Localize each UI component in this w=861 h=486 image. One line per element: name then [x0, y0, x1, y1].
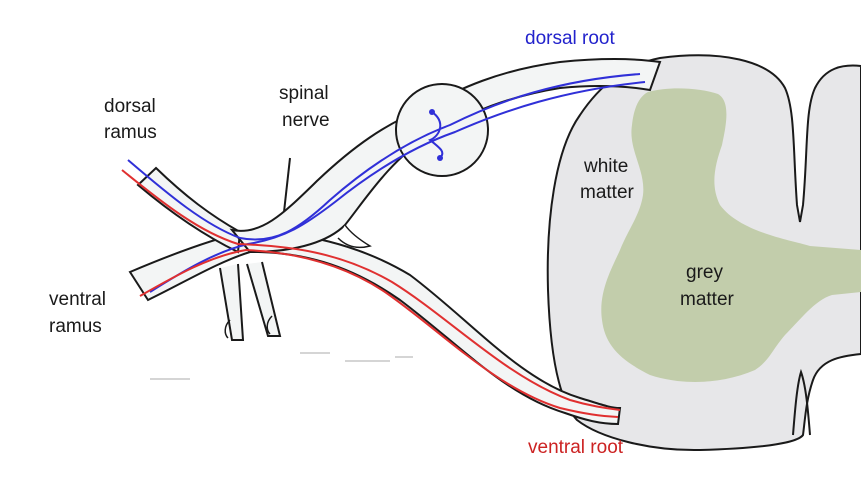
- grey-matter: [601, 88, 861, 382]
- ventral-ramus-label-line2: ramus: [49, 316, 102, 337]
- grey-matter-label: grey matter: [680, 262, 735, 310]
- motor-fibres: [121, 169, 621, 418]
- dorsal-ramus-label-line2: ramus: [104, 122, 157, 143]
- motor-fibre-lower: [139, 248, 619, 418]
- rami-hook-right: [266, 315, 273, 335]
- sensory-fibre-upper: [127, 73, 641, 241]
- spinal-cord-anterior-notch: [792, 368, 811, 436]
- dorsal-ramus-label: dorsal ramus: [104, 96, 161, 143]
- nerve-fork: [337, 224, 372, 249]
- white-matter-label-line1: white: [583, 156, 628, 177]
- grey-matter-label-line2: matter: [680, 289, 735, 310]
- ventral-root-tube: [239, 230, 622, 426]
- faint-marks: [150, 352, 413, 380]
- motor-fibre-upper: [121, 169, 621, 411]
- dorsal-root-ganglion: [395, 83, 489, 177]
- sensory-fibres: [127, 73, 646, 293]
- ventral-ramus-label-line1: ventral: [49, 289, 106, 310]
- rami-hook-left: [224, 319, 231, 339]
- ventral-root-label: ventral root: [528, 437, 624, 458]
- spinal-nerve-label-line2: nerve: [282, 110, 330, 131]
- sensory-fibre-lower: [149, 81, 646, 293]
- grey-matter-label-line1: grey: [686, 262, 723, 283]
- dorsal-root-label: dorsal root: [525, 28, 615, 49]
- spinal-nerve-label: spinal nerve: [279, 83, 334, 131]
- white-matter-label-line2: matter: [580, 182, 635, 203]
- spinal-nerve-pointer: [283, 157, 291, 213]
- dorsal-root-tube: [229, 58, 662, 254]
- ventral-ramus-label: ventral ramus: [49, 289, 111, 337]
- rami-communicantes-left: [219, 263, 245, 341]
- dorsal-ramus-label-line1: dorsal: [104, 96, 156, 117]
- rami-communicantes-right: [246, 261, 282, 337]
- white-matter-label: white matter: [580, 156, 635, 203]
- ganglion-cell: [428, 111, 444, 159]
- spinal-nerve-label-line1: spinal: [279, 83, 329, 104]
- ventral-ramus-tube: [128, 230, 252, 302]
